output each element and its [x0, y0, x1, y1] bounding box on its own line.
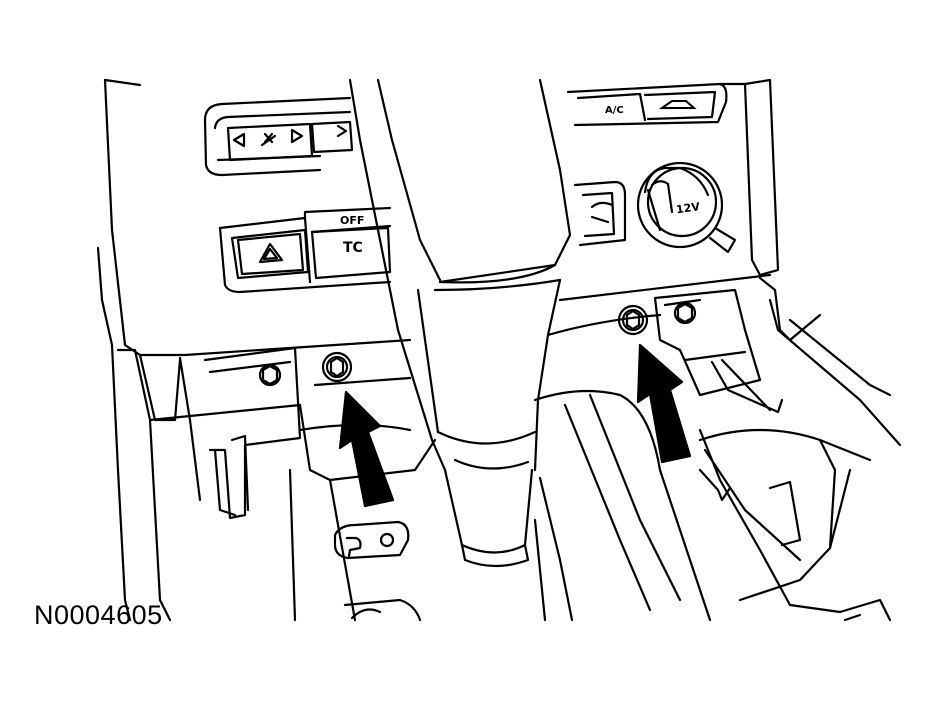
hazard-triangle-icon — [258, 242, 284, 264]
bracket-bolt-left — [258, 363, 282, 387]
vent-mode-icon — [336, 124, 348, 138]
fan-left-arrow-icon — [232, 132, 246, 148]
right-console-panel — [546, 78, 902, 447]
fan-icon — [260, 132, 277, 147]
fan-right-arrow-icon — [290, 128, 304, 144]
floor-console-lines — [533, 389, 892, 622]
arrow-icon-right — [636, 343, 692, 464]
hazard-button[interactable] — [236, 232, 305, 276]
fan-control-button — [226, 120, 354, 162]
bolt-icon-right — [617, 304, 649, 336]
arrow-icon-left — [338, 390, 395, 508]
bracket-bolt-right — [673, 301, 697, 325]
off-label: OFF — [340, 214, 364, 227]
recirculation-icon — [658, 100, 697, 109]
figure-id: N0004605 — [34, 600, 163, 630]
left-console-panel — [96, 78, 412, 622]
gear-shift-lever — [348, 78, 572, 568]
rear-defrost-button — [573, 180, 627, 247]
power-point-label: 12V — [675, 200, 701, 216]
park-indicator — [345, 532, 395, 558]
right-bracket — [653, 288, 784, 414]
ac-button-label: A/C — [605, 105, 624, 116]
switch-bezel — [218, 206, 392, 294]
left-bracket — [178, 346, 302, 520]
bolt-icon-left — [321, 351, 353, 383]
power-point — [636, 161, 737, 254]
windshield-defrost-icon — [590, 201, 614, 224]
climate-panel — [203, 82, 728, 177]
tc-label: TC — [343, 240, 363, 256]
power-outlet-icon — [650, 180, 674, 214]
shift-plate — [288, 376, 437, 622]
